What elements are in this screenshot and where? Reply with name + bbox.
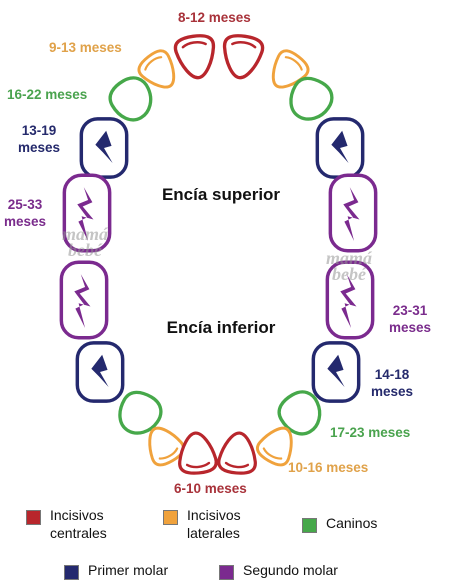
label-lower-first-molar: 14-18 meses [371,367,414,399]
legend-incisivos-laterales: Incisivos laterales [163,506,241,542]
label-lower-lateral: 10-16 meses [288,460,369,475]
legend-primer-molar: Primer molar [64,561,168,580]
label-upper-second-molar: 25-33 meses [4,197,47,229]
watermark-right: mamá bebé [325,248,372,284]
upper-gum-label: Encía superior [161,185,281,204]
tooth-lower-molar1-left [75,341,125,403]
label-upper-canine: 16-22 meses [7,87,88,102]
tooth-upper-molar1-left [79,117,129,179]
label-upper-central: 8-12 meses [178,10,251,25]
legend-text-caninos: Caninos [326,515,378,531]
tooth-lower-molar1-right [311,341,361,403]
label-upper-first-molar: 13-19 meses [18,123,61,155]
label-lower-canine: 17-23 meses [330,425,411,440]
legend-swatch-incisivos-centrales [26,510,41,525]
legend-swatch-caninos [302,518,317,533]
legend-incisivos-centrales: Incisivos centrales [26,506,107,542]
legend-text-primer-molar: Primer molar [88,562,169,578]
legend-swatch-incisivos-laterales [163,510,178,525]
lower-gum-label: Encía inferior [166,318,276,337]
legend-swatch-segundo-molar [219,565,234,580]
tooth-upper-central-left [172,31,220,82]
tooth-lower-central-left [175,429,219,477]
tooth-lower-central-right [216,429,260,477]
watermark-left: mamá bebé [61,224,108,260]
tooth-lower-molar2-left [59,260,109,340]
legend-text-incisivos-centrales: Incisivos centrales [50,507,107,541]
label-lower-second-molar: 23-31 meses [389,303,432,335]
legend-segundo-molar: Segundo molar [219,561,338,580]
tooth-upper-molar2-right [328,173,378,253]
label-upper-lateral: 9-13 meses [49,40,122,55]
legend-caninos: Caninos [302,514,377,533]
label-lower-central: 6-10 meses [174,481,247,496]
legend-text-segundo-molar: Segundo molar [243,562,338,578]
tooth-upper-molar1-right [315,117,365,179]
legend-text-incisivos-laterales: Incisivos laterales [187,507,241,541]
legend-swatch-primer-molar [64,565,79,580]
tooth-upper-central-right [218,31,266,82]
